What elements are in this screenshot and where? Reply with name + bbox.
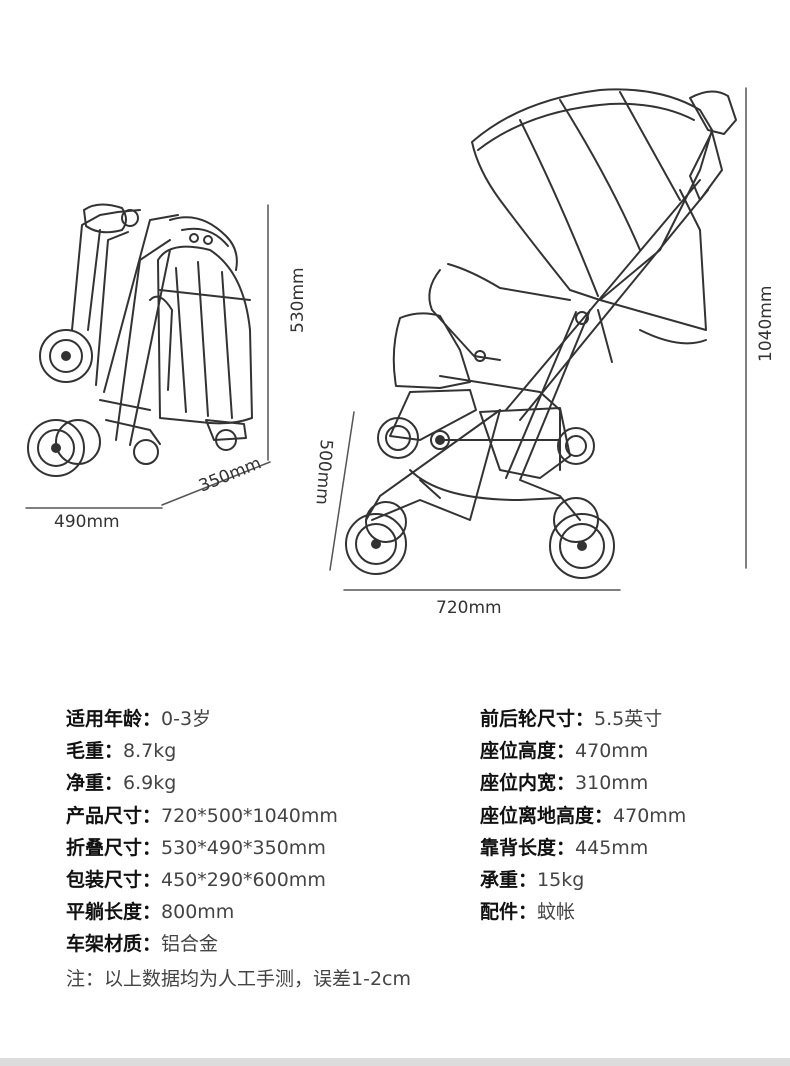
- spec-label: 座位内宽：: [480, 772, 576, 794]
- spec-label: 适用年龄：: [66, 708, 162, 730]
- measurement-note: 注：以上数据均为人工手测，误差1-2cm: [66, 968, 411, 990]
- spec-label: 折叠尺寸：: [66, 837, 162, 859]
- spec-label: 产品尺寸：: [66, 805, 162, 827]
- dim-folded-height: 530mm: [288, 267, 308, 333]
- spec-row: 车架材质：铝合金: [66, 928, 218, 960]
- spec-label: 净重：: [66, 772, 124, 794]
- spec-value: 蚊帐: [537, 901, 576, 923]
- spec-label: 前后轮尺寸：: [480, 708, 595, 730]
- spec-label: 车架材质：: [66, 933, 162, 955]
- spec-value: 470mm: [575, 740, 649, 762]
- spec-value: 530*490*350mm: [161, 837, 326, 859]
- spec-row: 前后轮尺寸：5.5英寸: [480, 703, 662, 735]
- spec-label: 包装尺寸：: [66, 869, 162, 891]
- spec-row: 毛重：8.7kg: [66, 735, 176, 767]
- spec-label: 座位离地高度：: [480, 805, 614, 827]
- spec-label: 座位高度：: [480, 740, 576, 762]
- spec-row: 靠背长度：445mm: [480, 832, 648, 864]
- spec-row: 适用年龄：0-3岁: [66, 703, 211, 735]
- spec-label: 配件：: [480, 901, 538, 923]
- spec-label: 毛重：: [66, 740, 124, 762]
- spec-row: 产品尺寸：720*500*1040mm: [66, 800, 338, 832]
- spec-row: 座位高度：470mm: [480, 735, 648, 767]
- spec-row: 包装尺寸：450*290*600mm: [66, 864, 326, 896]
- spec-row: 净重：6.9kg: [66, 767, 176, 799]
- spec-value: 445mm: [575, 837, 649, 859]
- spec-label: 平躺长度：: [66, 901, 162, 923]
- dim-open-length: 720mm: [436, 598, 502, 618]
- spec-value: 6.9kg: [123, 772, 177, 794]
- spec-row: 座位离地高度：470mm: [480, 800, 686, 832]
- bottom-divider: [0, 1058, 790, 1066]
- spec-row: 折叠尺寸：530*490*350mm: [66, 832, 326, 864]
- spec-label: 靠背长度：: [480, 837, 576, 859]
- spec-row: 承重：15kg: [480, 864, 584, 896]
- open-stroller-drawing: [345, 88, 737, 579]
- spec-value: 铝合金: [161, 933, 219, 955]
- open-dimension-lines: [329, 87, 747, 591]
- dim-open-height: 1040mm: [756, 285, 776, 362]
- spec-value: 470mm: [613, 805, 687, 827]
- folded-stroller-drawing: [27, 203, 253, 477]
- dim-folded-width: 490mm: [54, 512, 120, 532]
- spec-label: 承重：: [480, 869, 538, 891]
- spec-value: 15kg: [537, 869, 585, 891]
- spec-value: 800mm: [161, 901, 235, 923]
- spec-value: 450*290*600mm: [161, 869, 326, 891]
- spec-row: 平躺长度：800mm: [66, 896, 234, 928]
- folded-dimension-lines: [25, 204, 271, 509]
- spec-value: 310mm: [575, 772, 649, 794]
- spec-row: 座位内宽：310mm: [480, 767, 648, 799]
- spec-value: 5.5英寸: [594, 708, 663, 730]
- spec-value: 720*500*1040mm: [161, 805, 338, 827]
- spec-value: 8.7kg: [123, 740, 177, 762]
- spec-value: 0-3岁: [161, 708, 212, 730]
- spec-row: 配件：蚊帐: [480, 896, 575, 928]
